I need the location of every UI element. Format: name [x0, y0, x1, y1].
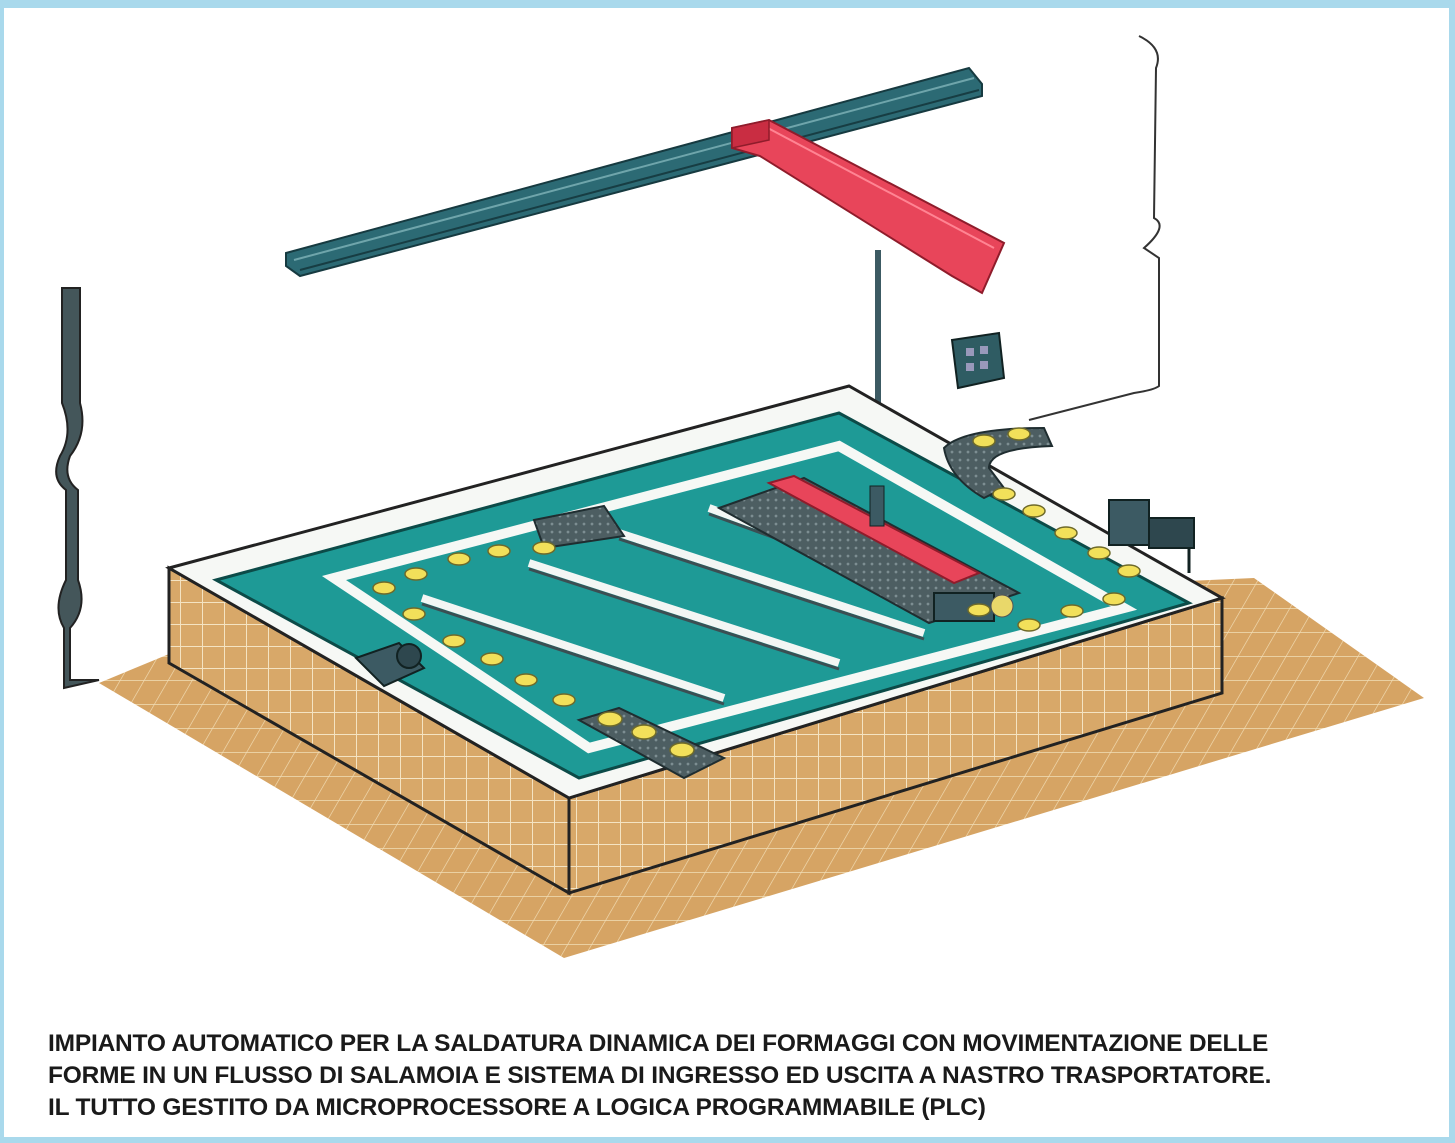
- carriage-drive: [933, 592, 1014, 622]
- control-box: [950, 331, 1006, 390]
- cross-rail-top: [532, 504, 626, 550]
- caption-line-1: IMPIANTO AUTOMATICO PER LA SALDATURA DIN…: [48, 1030, 1269, 1057]
- cheese-wheels: [372, 427, 1141, 758]
- outlet-conveyor: [942, 426, 1054, 500]
- caption-line-2: FORME IN UN FLUSSO DI SALAMOIA E SISTEMA…: [48, 1062, 1272, 1089]
- brine-tank-plant-illustration: [55, 35, 1424, 958]
- power-cable: [1028, 35, 1161, 421]
- crane-beam: [731, 118, 1006, 295]
- immersion-grid: [716, 474, 1022, 625]
- overhead-rail: [285, 66, 983, 278]
- brine-pool: [211, 411, 1193, 780]
- inlet-motor: [354, 641, 426, 688]
- outlet-motor: [1108, 499, 1195, 573]
- figure-caption: IMPIANTO AUTOMATICO PER LA SALDATURA DIN…: [48, 1028, 1438, 1124]
- wall-profile: [55, 287, 100, 690]
- caption-line-3: IL TUTTO GESTITO DA MICROPROCESSORE A LO…: [48, 1094, 986, 1121]
